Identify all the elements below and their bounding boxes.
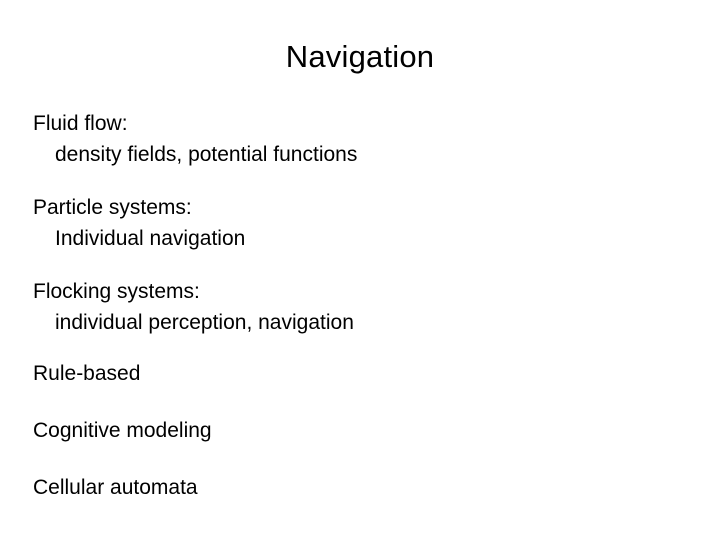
list-item-heading: Fluid flow: <box>33 112 128 135</box>
list-item-detail: Individual navigation <box>55 227 246 250</box>
list-item-heading: Flocking systems: <box>33 280 200 303</box>
list-item-heading: Cognitive modeling <box>33 419 212 442</box>
list-item-detail: individual perception, navigation <box>55 311 354 334</box>
list-item-heading: Particle systems: <box>33 196 192 219</box>
list-item: Cognitive modeling <box>33 415 693 446</box>
list-item: Cellular automata <box>33 472 693 503</box>
list-item-heading: Rule-based <box>33 362 141 385</box>
list-item: Fluid flow: density fields, potential fu… <box>33 108 693 170</box>
list-item-heading: Cellular automata <box>33 476 198 499</box>
list-item-detail: density fields, potential functions <box>55 143 358 166</box>
list-item: Flocking systems: individual perception,… <box>33 276 693 338</box>
page-title: Navigation <box>285 39 435 74</box>
list-item: Particle systems: Individual navigation <box>33 192 693 254</box>
list-item: Rule-based <box>33 358 693 389</box>
slide-body: Fluid flow: density fields, potential fu… <box>33 108 693 503</box>
